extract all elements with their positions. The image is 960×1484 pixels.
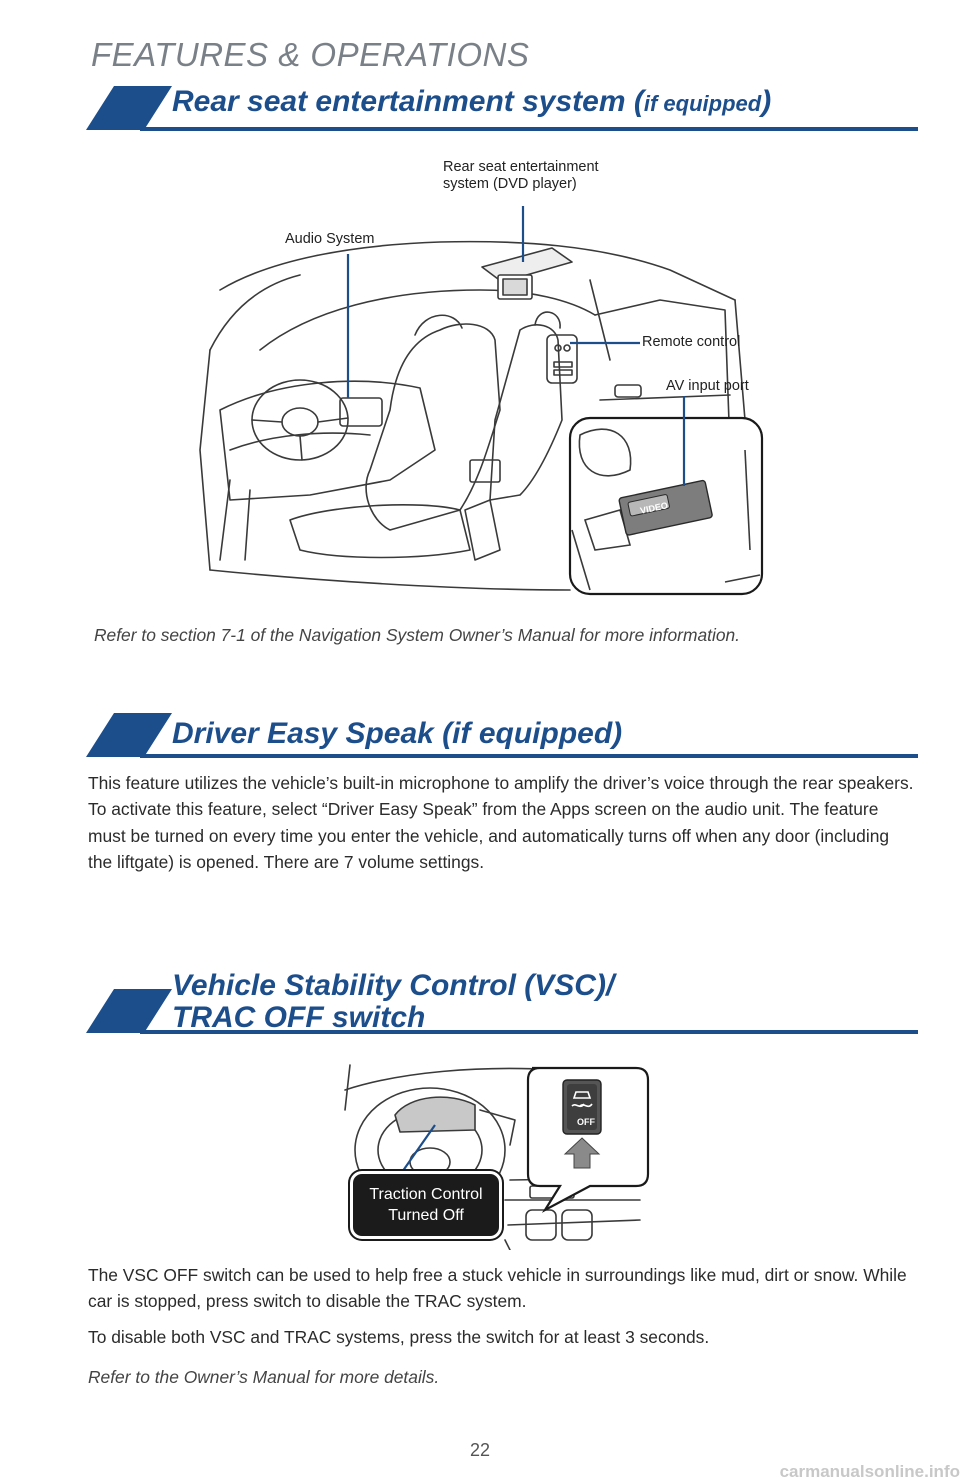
section-title-vsc: Vehicle Stability Control (VSC)/ TRAC OF…: [172, 969, 615, 1034]
callout-audio-system: Audio System: [285, 231, 375, 247]
callout-dvd-player: Rear seat entertainment system (DVD play…: [443, 159, 599, 192]
section-title-des: Driver Easy Speak (if equipped): [172, 717, 623, 750]
vsc-off-switch-label: OFF: [577, 1117, 595, 1127]
callout-av-input-port: AV input port: [666, 378, 749, 394]
rse-note: Refer to section 7-1 of the Navigation S…: [94, 625, 741, 645]
section-title-rse: Rear seat entertainment system (if equip…: [172, 85, 772, 118]
watermark: carmanualsonline.info: [779, 1462, 960, 1481]
section-bar-rse: [86, 86, 918, 136]
callout-remote-control: Remote control: [642, 334, 741, 350]
car-interior-illustration: [199, 206, 764, 596]
section-bar-des: [86, 710, 918, 760]
section-bar-vsc: [86, 987, 918, 1037]
page-number: 22: [469, 1440, 491, 1460]
page-header: FEATURES & OPERATIONS: [91, 36, 530, 73]
vsc-body-2: To disable both VSC and TRAC systems, pr…: [88, 1327, 710, 1347]
des-body: This feature utilizes the vehicle’s buil…: [88, 773, 914, 873]
vsc-note: Refer to the Owner’s Manual for more det…: [88, 1367, 440, 1387]
vsc-dash-illustration: [344, 1064, 650, 1250]
vsc-body-1: The VSC OFF switch can be used to help f…: [88, 1265, 907, 1312]
traction-control-badge: Traction Control Turned Off: [350, 1171, 502, 1239]
